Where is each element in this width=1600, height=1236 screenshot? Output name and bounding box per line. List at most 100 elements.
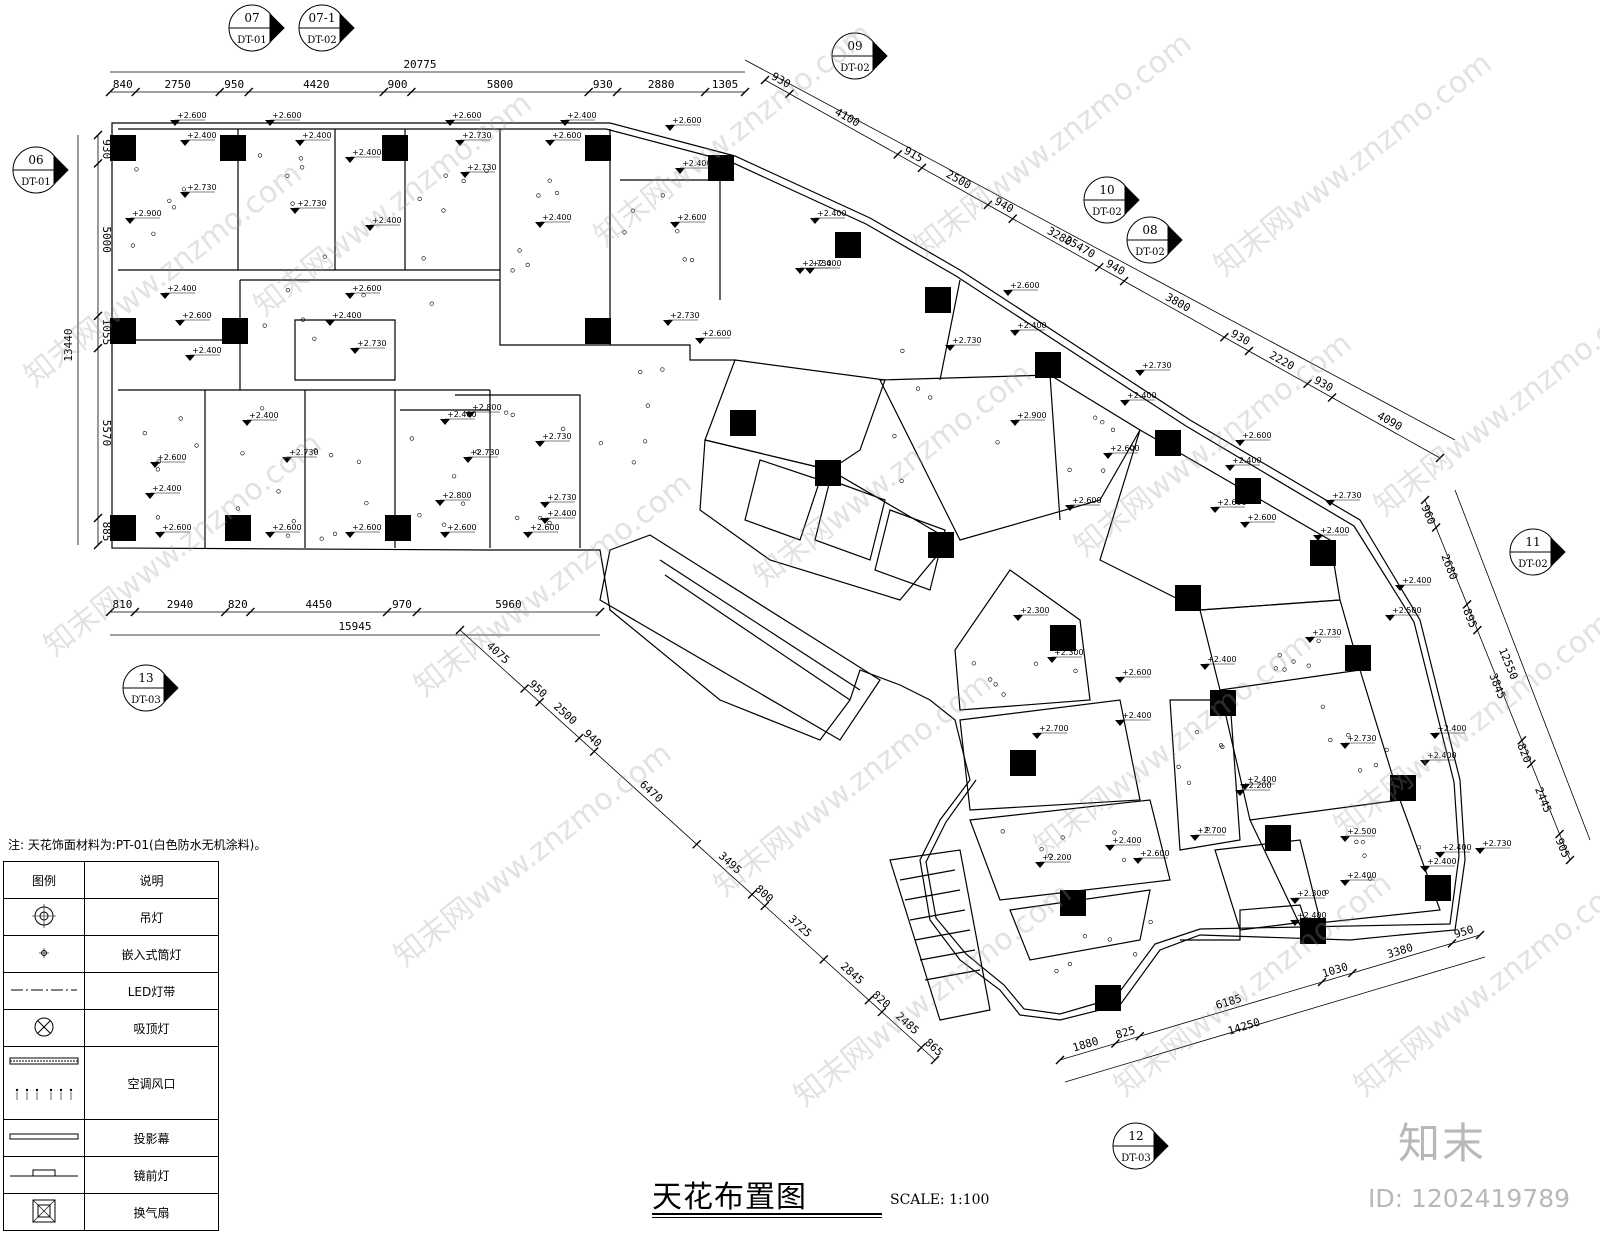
elevation-marker: +2.400 (1105, 836, 1142, 851)
legend-table: 图例 说明 吊灯 嵌入式筒灯 LED灯带 吸顶灯 空调风口 投影幕 镜前灯 换气… (3, 861, 219, 1231)
downlight (504, 410, 509, 415)
structural-column (1210, 690, 1236, 716)
dimension-tick (1119, 276, 1129, 286)
downlight (1000, 829, 1005, 834)
elevation-marker: +2.700 (1032, 724, 1069, 739)
svg-text:+2.600: +2.600 (530, 523, 560, 532)
projection-screen-icon (3, 1119, 85, 1157)
section-tag-number: 13 (138, 671, 153, 685)
elevation-marker: +2.400 (145, 484, 182, 499)
downlight (1067, 961, 1072, 967)
svg-text:+2.500: +2.500 (1392, 606, 1422, 615)
svg-text:+2.400: +2.400 (542, 213, 572, 222)
elevation-marker: +2.730 (180, 183, 217, 198)
downlight (300, 317, 306, 322)
svg-text:+2.600: +2.600 (1122, 668, 1152, 677)
elevation-marker: +2.400 (540, 509, 577, 524)
dimension-tick (1055, 1055, 1065, 1065)
dimension-label: 3845 (1486, 671, 1508, 700)
svg-text:+2.730: +2.730 (670, 311, 700, 320)
dimension-label: 930 (1312, 374, 1336, 395)
legend-label: 吸顶灯 (84, 1009, 219, 1047)
downlight (1273, 666, 1278, 671)
elevation-marker: +2.800 (435, 491, 472, 506)
ceiling-material-note: 注: 天花饰面材料为:PT-01(白色防水无机涂料)。 (8, 838, 267, 852)
downlight (240, 451, 245, 456)
svg-text:+2.730: +2.730 (1482, 839, 1512, 848)
svg-text:+2.600: +2.600 (162, 523, 192, 532)
legend-label: 换气扇 (84, 1193, 219, 1231)
downlight (151, 231, 156, 236)
svg-text:+2.600: +2.600 (1247, 513, 1277, 522)
elevation-marker: +2.400 (1115, 711, 1152, 726)
svg-text:+2.400: +2.400 (192, 346, 222, 355)
downlight (298, 156, 304, 161)
svg-text:+2.400: +2.400 (1442, 843, 1472, 852)
mirror-lamp-icon (3, 1156, 85, 1194)
section-tag-ref: DT-01 (237, 35, 267, 46)
dimension-tick (819, 954, 829, 964)
elevation-marker: +2.600 (345, 523, 382, 538)
downlight (660, 193, 665, 198)
legend-label: 投影幕 (84, 1119, 219, 1157)
svg-text:+2.600: +2.600 (1217, 498, 1247, 507)
svg-text:+2.400: +2.400 (682, 159, 712, 168)
dimension-label: 1030 (1321, 960, 1350, 980)
elevation-marker: +2.730 (290, 199, 327, 214)
legend-row: 投影幕 (3, 1119, 219, 1157)
downlight (1121, 857, 1127, 862)
downlight (1291, 659, 1296, 664)
downlight (460, 501, 466, 506)
dimension-tick (1462, 599, 1472, 609)
svg-text:+2.800: +2.800 (472, 403, 502, 412)
dimension-label: 3725 (786, 913, 814, 940)
section-tag-ref: DT-02 (840, 63, 870, 74)
elevation-marker: +2.400 (1340, 871, 1377, 886)
downlight (417, 513, 422, 518)
elevation-marker: +2.400 (325, 311, 362, 326)
dimension-tick (93, 343, 103, 353)
dimension-tick (747, 889, 757, 899)
downlight (285, 288, 291, 293)
dimension-label: 930 (769, 70, 793, 91)
dimension-tick (244, 87, 254, 97)
exhaust-fan-icon (3, 1193, 85, 1231)
downlight (1194, 730, 1200, 735)
svg-text:+2.600: +2.600 (352, 284, 382, 293)
dimension-label: 940 (581, 727, 604, 750)
svg-text:+2.600: +2.600 (702, 329, 732, 338)
dimension-tick (760, 901, 770, 911)
structural-column (222, 318, 248, 344)
dimension-tick (1555, 829, 1565, 839)
structural-column (1300, 918, 1326, 944)
svg-text:+2.400: +2.400 (152, 484, 182, 493)
svg-text:+2.600: +2.600 (1072, 496, 1102, 505)
legend-header-row: 图例 说明 (3, 861, 219, 899)
structural-column (385, 515, 411, 541)
dimension-tick (893, 149, 903, 159)
elevation-marker: +2.400 (1420, 857, 1457, 872)
downlight (561, 426, 566, 432)
elevation-marker: +2.600 (1003, 281, 1040, 296)
section-tag-ref: DT-02 (1135, 247, 1165, 258)
dimension-label: 810 (113, 598, 133, 611)
svg-text:+2.600: +2.600 (1110, 444, 1140, 453)
drawing-title: 天花布置图 (652, 1180, 807, 1215)
dimension-tick (1420, 495, 1430, 505)
structural-column (1345, 645, 1371, 671)
elevation-marker: +2.600 (440, 523, 477, 538)
downlight (1357, 768, 1363, 773)
downlight (900, 348, 905, 354)
dimension-tick (1435, 453, 1445, 463)
downlight (313, 448, 318, 453)
downlight (675, 229, 680, 234)
dimension-tick (700, 87, 710, 97)
structural-column (815, 460, 841, 486)
dimension-label: 950 (1452, 923, 1475, 941)
svg-text:+2.730: +2.730 (1332, 491, 1362, 500)
downlight (155, 467, 160, 472)
downlight (484, 168, 489, 173)
svg-text:+2.400: +2.400 (1297, 911, 1327, 920)
